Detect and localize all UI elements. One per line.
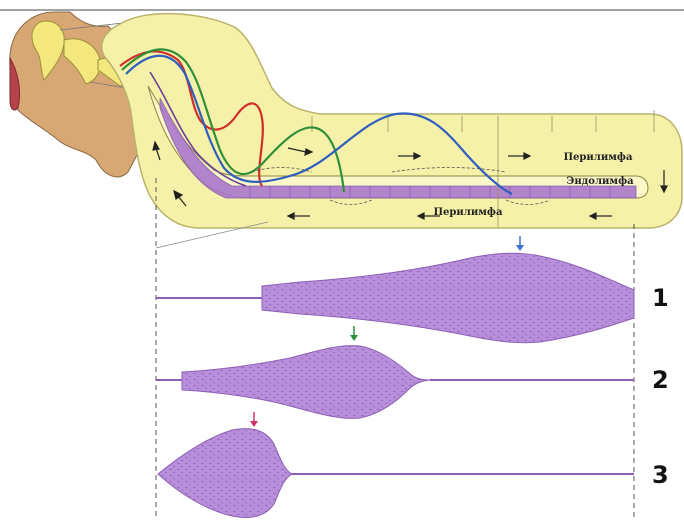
panel-1: 1 xyxy=(156,236,669,343)
panel-2-peak-arrowhead xyxy=(350,335,358,341)
label-endolymph: Эндолимфа xyxy=(566,176,634,187)
label-perilymph-top: Перилимфа xyxy=(564,152,633,163)
panel-3-number: 3 xyxy=(652,461,669,489)
panel-1-envelope xyxy=(262,253,634,343)
panel-2: 2 xyxy=(156,326,669,418)
panel-3-peak-arrowhead xyxy=(250,421,258,427)
panel-2-envelope xyxy=(182,346,430,419)
panel-3: 3 xyxy=(158,412,669,518)
panel-3-envelope xyxy=(158,429,292,518)
panel-1-peak-arrowhead xyxy=(516,245,524,251)
label-perilymph-bottom: Перилимфа xyxy=(434,207,503,218)
panel-2-number: 2 xyxy=(652,366,669,394)
panel-1-number: 1 xyxy=(652,284,669,312)
